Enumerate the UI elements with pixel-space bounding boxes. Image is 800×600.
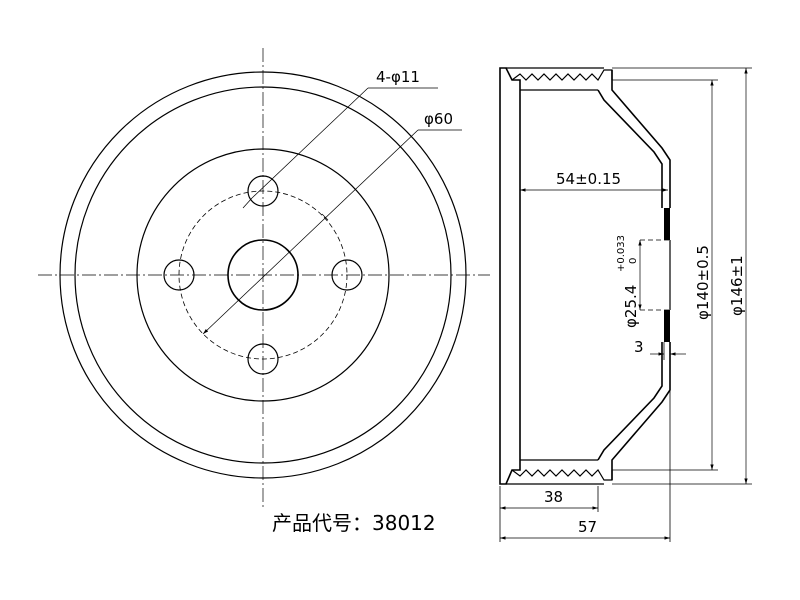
hub-section-lower	[664, 310, 670, 342]
hub-section-upper	[664, 208, 670, 240]
center-bore-circle	[227, 239, 299, 311]
width38-label: 38	[544, 488, 563, 506]
front-view: 4-φ11 φ60	[38, 48, 490, 508]
bolt-hole-top	[247, 175, 279, 207]
lower-rim-teeth	[511, 469, 613, 481]
drum-face-circle	[136, 148, 390, 402]
web-lower-inner	[597, 342, 663, 461]
web-upper-inner	[597, 89, 663, 208]
section-view: 54±0.15 φ25.4 +0.033 0 φ140±0.5 φ146±1 3…	[499, 67, 752, 542]
upper-rim-teeth	[511, 69, 613, 81]
outer-rim-circle	[59, 71, 467, 479]
inner-dia-label: φ140±0.5	[694, 245, 712, 320]
bore-tolerance-upper: +0.033	[616, 235, 627, 272]
holes-leader-line	[251, 87, 369, 199]
web-lower-outer	[611, 342, 671, 480]
bore-label: φ25.4	[622, 285, 640, 328]
bolt-hole-bottom	[247, 343, 279, 375]
inner-rim-circle	[74, 86, 452, 464]
holes-label: 4-φ11	[376, 68, 420, 86]
bolt-circle	[178, 190, 348, 360]
pcd-tick	[321, 213, 329, 221]
bolt-hole-left	[163, 259, 195, 291]
holes-leader-tail	[242, 197, 253, 209]
bolt-hole-right	[331, 259, 363, 291]
drum-outer-profile	[499, 67, 521, 485]
outer-dia-label: φ146±1	[728, 255, 746, 316]
width57-label: 57	[578, 518, 597, 536]
web-upper-outer	[611, 70, 671, 208]
product-code-caption: 产品代号：38012	[272, 511, 436, 535]
bore-tolerance-lower: 0	[628, 258, 639, 264]
depth-label: 54±0.15	[556, 170, 621, 188]
pcd-dimension-line	[202, 129, 419, 335]
thickness-label: 3	[634, 338, 644, 356]
pcd-label: φ60	[424, 110, 453, 128]
